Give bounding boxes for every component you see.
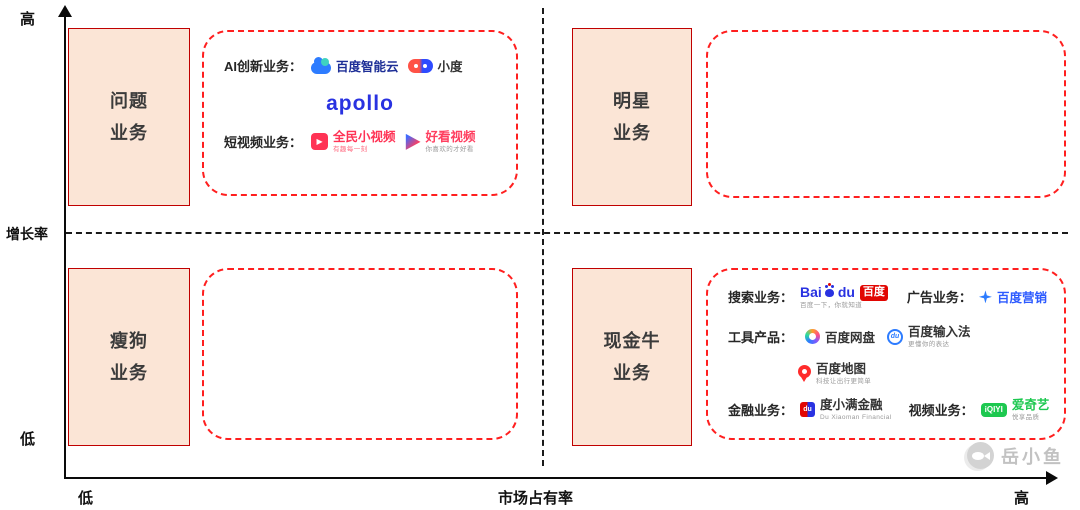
iqiyi-tagline: 悦享品质 [1011,413,1040,421]
quadrant-question-label: 问题 业务 [68,28,190,206]
baidu-netdisk-icon [805,329,821,345]
baidu-marketing-logo: 百度营销 [978,287,1047,306]
question-content-box: AI创新业务： 百度智能云 小度 apollo 短视频业务： 全民小视频 有趣每… [202,30,518,196]
duxiaoman-tagline: Du Xiaoman Financial [820,413,892,421]
y-axis-arrow-icon [58,5,72,17]
video-business-label: 视频业务： [908,403,974,419]
y-axis-line [64,14,66,478]
short-video-label: 短视频业务： [224,135,303,151]
iqiyi-icon: iQIYI [980,402,1007,417]
baidu-marketing-name: 百度营销 [996,291,1047,306]
quanmin-video-tagline: 有趣每一刻 [333,145,368,153]
vertical-divider [542,8,544,466]
haokan-video-tagline: 你喜欢的才好看 [425,145,474,153]
quadrant-dog-line2: 业务 [110,363,148,383]
baidu-map-name: 百度地图 [816,362,867,376]
finance-business-label: 金融业务： [728,403,794,419]
x-axis-left-label: 低 [78,490,94,507]
xiaodu-icon [407,58,433,73]
baidu-cloud-name: 百度智能云 [336,60,399,74]
watermark: 岳小鱼 [967,442,1064,469]
dog-content-box [202,268,518,440]
baidu-ime-logo: du 百度输入法 更懂你的表达 [887,325,971,349]
baidu-netdisk-name: 百度网盘 [825,331,876,346]
fish-logo-icon [967,442,994,469]
quadrant-star-label: 明星 业务 [572,28,692,206]
apollo-row: apollo [204,92,516,116]
baidu-ime-tagline: 更懂你的表达 [908,340,950,348]
horizontal-divider [66,232,1068,234]
ai-business-row: AI创新业务： 百度智能云 小度 [224,56,463,75]
quadrant-cash-cow-label: 现金牛 业务 [572,268,692,446]
quadrant-cash-cow-line1: 现金牛 [603,330,661,351]
quanmin-video-icon [311,133,329,151]
search-business-label: 搜索业务： [728,290,794,306]
iqiyi-logo: iQIYI 爱奇艺 悦享品质 [980,398,1050,422]
baidu-wordmark-du: du [837,284,855,300]
ai-business-label: AI创新业务： [224,59,303,74]
xiaodu-logo: 小度 [407,56,463,75]
quadrant-star-line2: 业务 [613,123,651,143]
quanmin-video-logo: 全民小视频 有趣每一刻 [311,130,396,154]
baidu-marketing-icon [978,290,992,304]
baidu-ime-icon: du [887,328,904,345]
tools-row: 工具产品： 百度网盘 du 百度输入法 更懂你的表达 [728,325,971,349]
quanmin-video-name: 全民小视频 [333,130,396,144]
y-axis-top-label: 高 [20,11,36,28]
ad-business-label: 广告业务： [906,290,972,306]
watermark-text: 岳小鱼 [1001,446,1064,467]
y-axis-title: 增长率 [6,226,48,242]
baidu-tagline: 百度一下，你就知道 [800,301,863,309]
baidu-cloud-logo: 百度智能云 [311,56,399,75]
y-axis-bottom-label: 低 [20,431,36,448]
quadrant-cash-cow-line2: 业务 [613,363,651,383]
baidu-map-icon [798,364,811,382]
xiaodu-name: 小度 [437,60,463,74]
baidu-ime-name: 百度输入法 [908,325,971,339]
haokan-video-logo: 好看视频 你喜欢的才好看 [405,130,476,154]
baidu-paw-icon [824,284,834,297]
duxiaoman-icon: du [800,402,816,418]
x-axis-right-label: 高 [1014,490,1030,507]
tools-label: 工具产品： [728,330,794,346]
baidu-wordmark-bai: Bai [800,284,822,300]
x-axis-title: 市场占有率 [498,490,574,507]
baidu-netdisk-logo: 百度网盘 [805,327,875,346]
map-row: 百度地图 科技让出行更简单 [798,362,871,386]
search-business-row: 搜索业务： Bai du 百度 百度一下，你就知道 广告业务： 百度营销 [728,284,1047,310]
duxiaoman-name: 度小满金融 [820,398,883,412]
quadrant-dog-line1: 瘦狗 [110,330,148,351]
baidu-map-logo: 百度地图 科技让出行更简单 [798,362,871,386]
baidu-badge: 百度 [859,284,888,301]
finance-video-row: 金融业务： du 度小满金融 Du Xiaoman Financial 视频业务… [728,398,1049,422]
haokan-video-name: 好看视频 [425,130,476,144]
x-axis-line [64,477,1050,479]
quadrant-question-line1: 问题 [110,90,148,111]
apollo-logo: apollo [326,92,394,115]
baidu-cloud-icon [311,57,332,74]
iqiyi-name: 爱奇艺 [1011,398,1050,412]
short-video-row: 短视频业务： 全民小视频 有趣每一刻 好看视频 你喜欢的才好看 [224,130,476,154]
haokan-video-icon [405,133,421,150]
star-content-box [706,30,1066,198]
quadrant-dog-label: 瘦狗 业务 [68,268,190,446]
quadrant-question-line2: 业务 [110,123,148,143]
baidu-logo: Bai du 百度 百度一下，你就知道 [800,284,888,310]
duxiaoman-logo: du 度小满金融 Du Xiaoman Financial [800,398,892,422]
quadrant-star-line1: 明星 [613,90,651,111]
cash-cow-content-box: 搜索业务： Bai du 百度 百度一下，你就知道 广告业务： 百度营销 [706,268,1066,440]
x-axis-arrow-icon [1046,471,1058,485]
baidu-map-tagline: 科技让出行更简单 [816,377,872,385]
